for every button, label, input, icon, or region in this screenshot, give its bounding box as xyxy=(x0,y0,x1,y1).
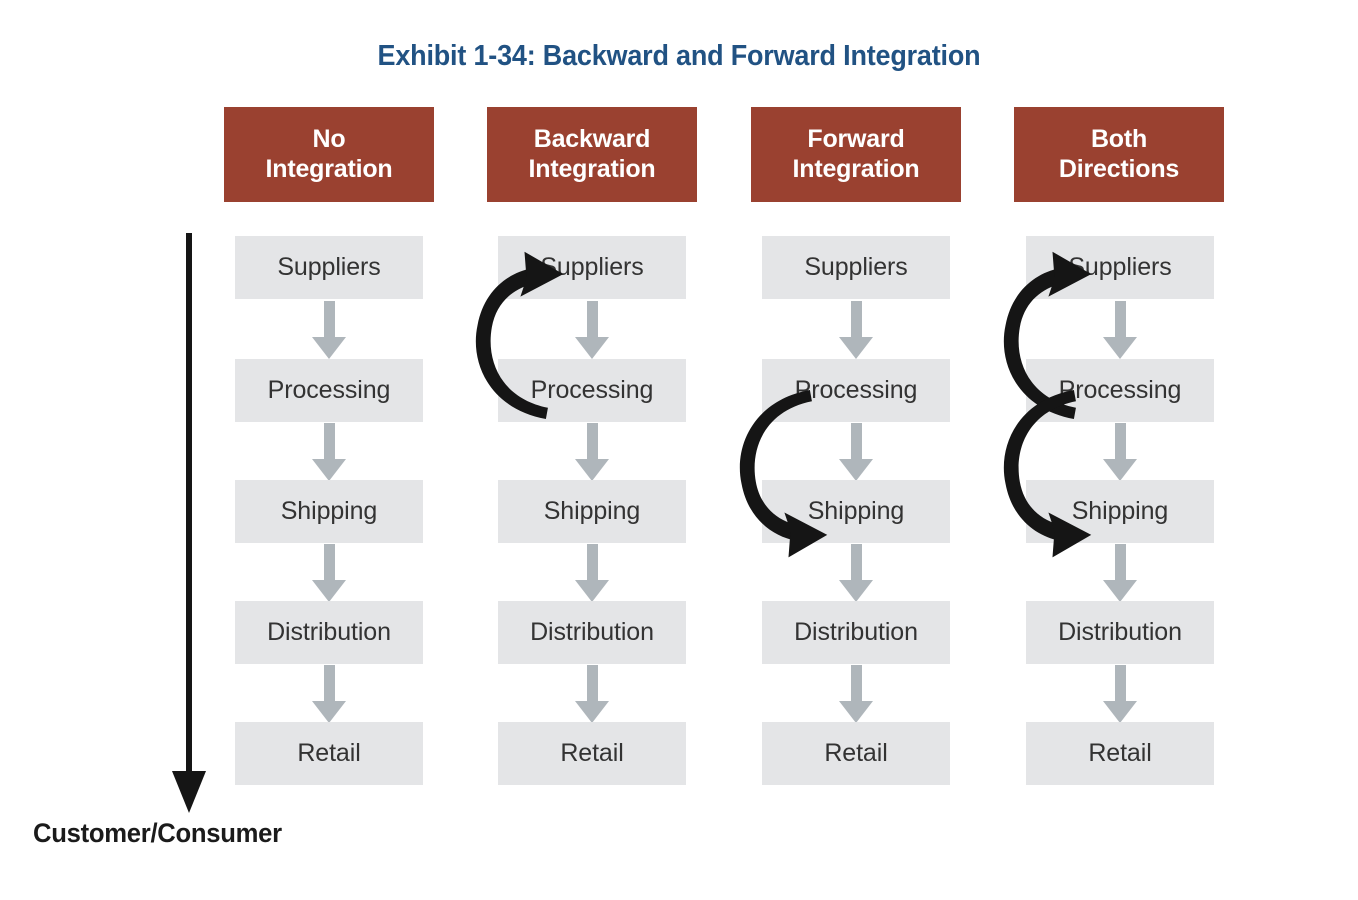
flow-arrow-down-icon xyxy=(575,423,609,481)
flow-arrow-down-icon xyxy=(312,423,346,481)
column-header-line1: Both xyxy=(1090,125,1148,154)
column-header-line1: Forward xyxy=(807,125,905,154)
stage-box-processing-col2: Processing xyxy=(498,359,686,422)
exhibit-title: Exhibit 1-34: Backward and Forward Integ… xyxy=(377,40,981,72)
stage-box-distribution-col3: Distribution xyxy=(762,601,950,664)
flow-arrow-down-icon xyxy=(1103,544,1137,602)
flow-arrow-down-icon xyxy=(839,665,873,723)
stage-box-retail-col2: Retail xyxy=(498,722,686,785)
column-header-forward-integration: Forward Integration xyxy=(751,107,961,202)
stage-box-distribution-col1: Distribution xyxy=(235,601,423,664)
column-header-line1: No xyxy=(312,125,346,154)
flow-arrow-down-icon xyxy=(839,301,873,359)
arrow-shaft xyxy=(186,233,192,774)
flow-arrow-down-icon xyxy=(839,544,873,602)
column-header-line1: Backward xyxy=(533,125,651,154)
stage-box-shipping-col3: Shipping xyxy=(762,480,950,543)
flow-arrow-down-icon xyxy=(839,423,873,481)
column-header-line2: Integration xyxy=(265,154,393,183)
stage-box-shipping-col4: Shipping xyxy=(1026,480,1214,543)
column-header-line2: Integration xyxy=(792,154,920,183)
stage-box-shipping-col1: Shipping xyxy=(235,480,423,543)
stage-box-suppliers-col3: Suppliers xyxy=(762,236,950,299)
flow-arrow-down-icon xyxy=(1103,423,1137,481)
flow-arrow-down-icon xyxy=(575,301,609,359)
stage-box-distribution-col4: Distribution xyxy=(1026,601,1214,664)
stage-box-distribution-col2: Distribution xyxy=(498,601,686,664)
customer-consumer-arrow-icon xyxy=(172,233,206,813)
stage-box-retail-col4: Retail xyxy=(1026,722,1214,785)
flow-arrow-down-icon xyxy=(312,301,346,359)
stage-box-suppliers-col2: Suppliers xyxy=(498,236,686,299)
customer-consumer-label: Customer/Consumer xyxy=(33,818,282,848)
stage-box-retail-col3: Retail xyxy=(762,722,950,785)
column-header-line2: Directions xyxy=(1058,154,1180,183)
flow-arrow-down-icon xyxy=(575,544,609,602)
column-header-line2: Integration xyxy=(528,154,656,183)
flow-arrow-down-icon xyxy=(1103,301,1137,359)
stage-box-processing-col1: Processing xyxy=(235,359,423,422)
stage-box-suppliers-col4: Suppliers xyxy=(1026,236,1214,299)
stage-box-retail-col1: Retail xyxy=(235,722,423,785)
column-header-both-directions: Both Directions xyxy=(1014,107,1224,202)
stage-box-suppliers-col1: Suppliers xyxy=(235,236,423,299)
stage-box-processing-col4: Processing xyxy=(1026,359,1214,422)
flow-arrow-down-icon xyxy=(575,665,609,723)
flow-arrow-down-icon xyxy=(1103,665,1137,723)
flow-arrow-down-icon xyxy=(312,544,346,602)
arrow-head xyxy=(172,771,206,813)
column-header-backward-integration: Backward Integration xyxy=(487,107,697,202)
flow-arrow-down-icon xyxy=(312,665,346,723)
stage-box-processing-col3: Processing xyxy=(762,359,950,422)
column-header-no-integration: No Integration xyxy=(224,107,434,202)
stage-box-shipping-col2: Shipping xyxy=(498,480,686,543)
